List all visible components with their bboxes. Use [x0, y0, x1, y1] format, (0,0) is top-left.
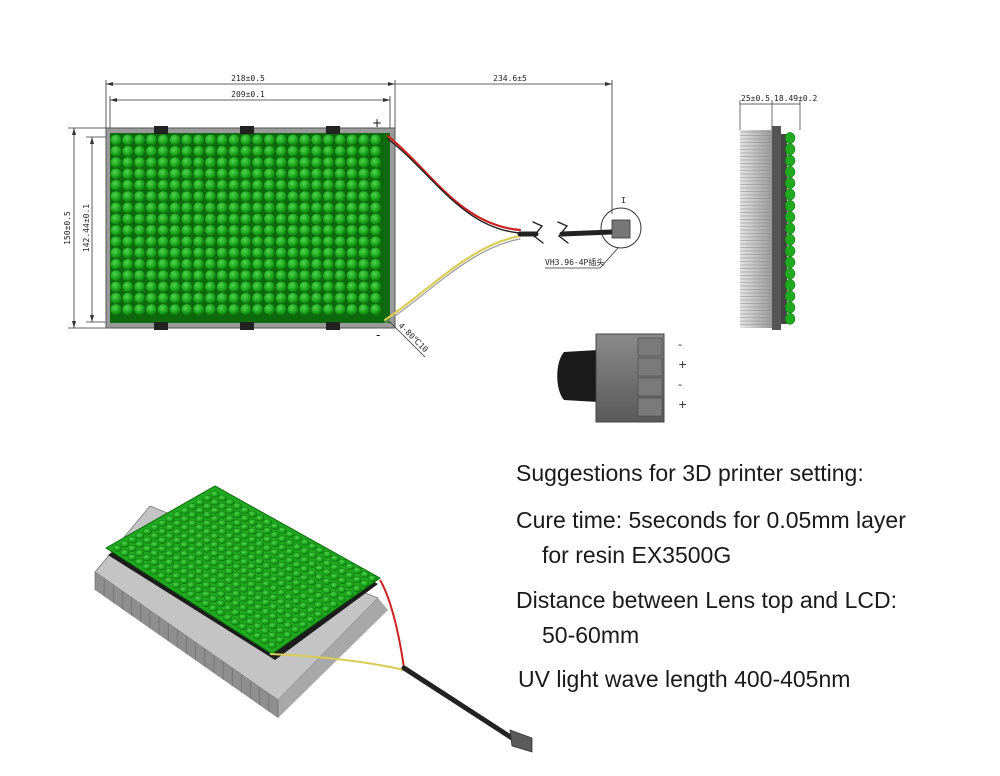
- dim-overall-width: 218±0.5: [231, 74, 265, 83]
- cable: [383, 134, 615, 324]
- dim-inner-width: 209±0.1: [231, 90, 265, 99]
- connector-label: VH3.96-4P插头: [545, 257, 604, 267]
- led-board-front-view: [105, 126, 396, 330]
- dimension-arrows: [72, 82, 612, 328]
- wire-label: 4-80℃10: [397, 321, 430, 354]
- pin-label: +: [678, 358, 687, 371]
- dim-height-inner: 142.44±0.1: [82, 204, 91, 252]
- pin-label: +: [678, 398, 687, 411]
- cure-resin-line: for resin EX3500G: [542, 542, 732, 568]
- uv-wavelength-line: UV light wave length 400-405nm: [518, 666, 851, 692]
- minus-terminal-mark: -: [376, 328, 380, 342]
- pin-label: -: [678, 378, 682, 391]
- side-view-dimensions: [739, 100, 801, 130]
- side-lens-bumps: [784, 132, 796, 325]
- dim-side-thickness: 25±0.5: [741, 94, 770, 103]
- heatsink-fins: [740, 131, 772, 325]
- notes-heading: Suggestions for 3D printer setting:: [516, 460, 864, 486]
- isometric-view: [94, 485, 533, 753]
- wire-label-leader: [389, 321, 426, 358]
- mounting-clips: [154, 126, 340, 330]
- plus-terminal-mark: +: [372, 116, 382, 130]
- front-view-dimensions: [68, 80, 613, 329]
- lens-array: [110, 134, 382, 316]
- pin-label: -: [678, 338, 682, 351]
- iso-lens-array: [113, 490, 377, 649]
- pin-labels: - + - +: [678, 338, 687, 411]
- callout-mark: I: [621, 196, 626, 205]
- dim-cable-length: 234.6±5: [493, 74, 527, 83]
- cure-time-line: Cure time: 5seconds for 0.05mm layer: [516, 507, 906, 533]
- connector-detail: [557, 333, 665, 423]
- distance-line: Distance between Lens top and LCD:: [516, 587, 898, 613]
- dim-side-lens: 18.49±0.2: [774, 94, 818, 103]
- led-board-side-view: [740, 126, 796, 330]
- dim-height-outer: 150±0.5: [63, 211, 72, 245]
- distance-value-line: 50-60mm: [542, 622, 640, 648]
- iso-heatsink-fins: [94, 572, 279, 718]
- connector-callout: [545, 207, 642, 269]
